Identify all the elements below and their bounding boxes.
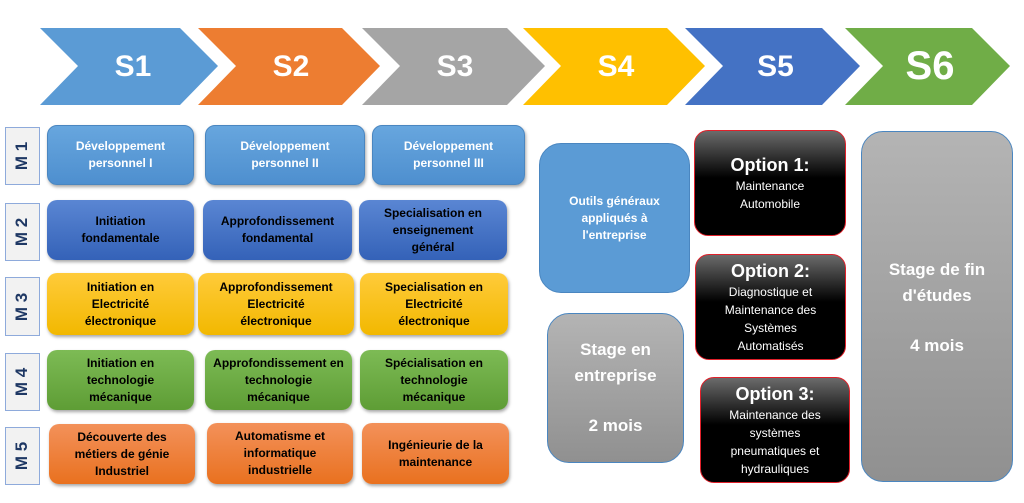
- course-m2-s1: Initiation fondamentale: [47, 200, 194, 260]
- internship-duration: 2 mois: [588, 416, 643, 435]
- chevron-s1: [40, 28, 218, 105]
- chevron-s5: [685, 28, 860, 105]
- course-m2-s3: Specialisation en enseignement général: [359, 200, 507, 260]
- course-m1-s2: Développement personnel II: [205, 125, 365, 185]
- course-m5-s3: Ingénieurie de la maintenance: [362, 423, 509, 484]
- course-m1-s1: Développement personnel I: [47, 125, 194, 185]
- option-2-box: Option 2: Diagnostique et Maintenance de…: [695, 254, 846, 360]
- option-title: Option 2:: [731, 261, 810, 281]
- course-m2-s2: Approfondissement fondamental: [203, 200, 352, 260]
- option-title: Option 3:: [735, 384, 815, 404]
- semester-label-s2: S2: [272, 49, 310, 83]
- final-internship-box: Stage de fin d'études 4 mois: [861, 131, 1013, 482]
- chevron-s2: [198, 28, 380, 105]
- course-m3-s3: Specialisation en Electricité électroniq…: [360, 273, 508, 335]
- semester-label-s6: S6: [905, 44, 955, 88]
- module-label-m3: M 3: [5, 277, 40, 336]
- final-internship-duration: 4 mois: [910, 336, 964, 355]
- module-label-m4: M 4: [5, 353, 40, 411]
- final-internship-title: Stage de fin d'études: [888, 260, 986, 305]
- course-m4-s2: Approfondissement en technologie mécaniq…: [205, 350, 352, 410]
- course-m3-s2: Approfondissement Electricité électroniq…: [198, 273, 354, 335]
- semester-label-s3: S3: [436, 49, 474, 83]
- company-internship-box: Stage en entreprise 2 mois: [547, 313, 684, 463]
- course-m3-s1: Initiation en Electricité électronique: [47, 273, 194, 335]
- module-text: M 3: [12, 292, 32, 321]
- course-m5-s2: Automatisme et informatique industrielle: [207, 423, 353, 484]
- option-description: Diagnostique et Maintenance des Systèmes…: [724, 285, 817, 353]
- course-m1-s3: Développement personnel III: [372, 125, 525, 185]
- module-text: M 5: [12, 441, 32, 471]
- option-1-box: Option 1: Maintenance Automobile: [694, 130, 846, 236]
- internship-title: Stage en entreprise: [574, 340, 657, 385]
- chevron-s4: [523, 28, 705, 105]
- semester-label-s5: S5: [757, 49, 794, 83]
- option-title: Option 1:: [730, 155, 810, 175]
- module-label-m5: M 5: [5, 427, 40, 485]
- semester-label-s4: S4: [597, 49, 635, 83]
- module-text: M 2: [12, 217, 32, 247]
- course-m5-s1: Découverte des métiers de génie Industri…: [49, 424, 195, 484]
- chevron-s3: [362, 28, 545, 105]
- course-m4-s3: Spécialisation en technologie mécanique: [360, 350, 508, 410]
- general-tools-box: Outils généraux appliqués à l'entreprise: [539, 143, 690, 293]
- course-m4-s1: Initiation en technologie mécanique: [47, 350, 194, 410]
- option-description: Maintenance des systèmes pneumatiques et…: [729, 408, 821, 476]
- semester-chevrons: [40, 28, 1010, 105]
- module-text: M 1: [12, 141, 32, 171]
- option-3-box: Option 3: Maintenance des systèmes pneum…: [700, 377, 850, 483]
- module-label-m1: M 1: [5, 127, 40, 185]
- semester-label-s1: S1: [114, 49, 152, 83]
- module-text: M 4: [12, 367, 32, 397]
- chevron-s6: [845, 28, 1010, 105]
- option-description: Maintenance Automobile: [735, 179, 805, 211]
- module-label-m2: M 2: [5, 203, 40, 261]
